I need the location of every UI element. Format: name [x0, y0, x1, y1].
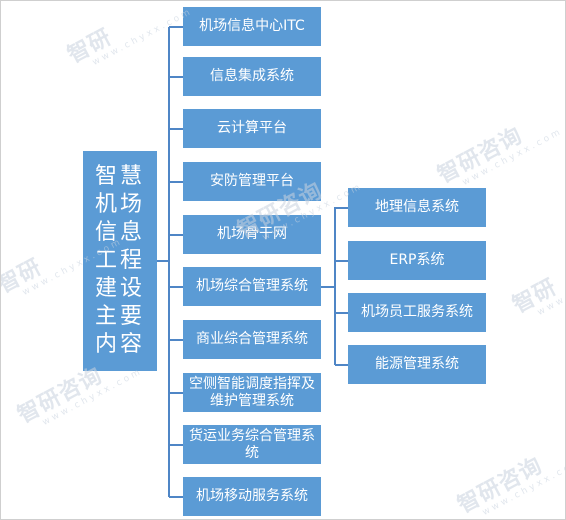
subsystem-node: ERP系统 [348, 241, 486, 280]
subsystem-node: 能源管理系统 [348, 345, 486, 384]
category-node: 空侧智能调度指挥及维护管理系统 [183, 373, 321, 412]
category-node: 安防管理平台 [183, 162, 321, 201]
category-node: 信息集成系统 [183, 57, 321, 96]
connector-root [157, 260, 169, 262]
connector-trunk [168, 27, 170, 497]
connector-branch [169, 339, 183, 341]
connector-sub-trunk [334, 207, 336, 365]
connector-branch [169, 26, 183, 28]
connector-branch [169, 444, 183, 446]
root-node: 智慧机场信息工程建设主要内容 [83, 151, 157, 371]
connector-sub-branch [335, 260, 348, 262]
connector-sub-root [321, 286, 335, 288]
category-node: 机场移动服务系统 [183, 477, 321, 516]
category-node: 货运业务综合管理系统 [183, 425, 321, 464]
subsystem-node: 地理信息系统 [348, 188, 486, 227]
category-node: 商业综合管理系统 [183, 320, 321, 359]
connector-branch [169, 181, 183, 183]
connector-branch [169, 392, 183, 394]
subsystem-node: 机场员工服务系统 [348, 293, 486, 332]
category-node: 机场骨干网 [183, 215, 321, 254]
connector-branch [169, 76, 183, 78]
connector-branch [169, 128, 183, 130]
connector-sub-branch [335, 364, 348, 366]
connector-branch [169, 234, 183, 236]
category-node: 机场信息中心ITC [183, 7, 321, 46]
connector-branch [169, 496, 183, 498]
category-node-airport-management: 机场综合管理系统 [183, 267, 321, 306]
connector-branch [169, 286, 183, 288]
connector-sub-branch [335, 312, 348, 314]
category-node: 云计算平台 [183, 109, 321, 148]
connector-sub-branch [335, 207, 348, 209]
